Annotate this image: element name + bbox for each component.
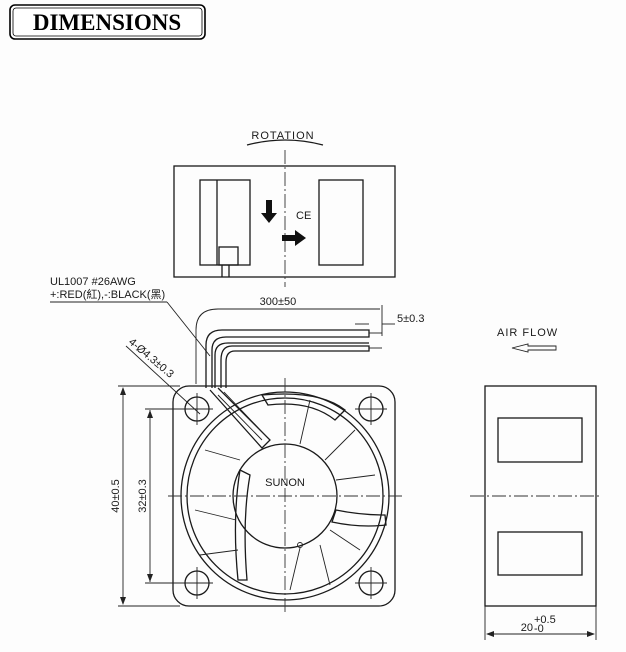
lead-wires (205, 329, 382, 388)
depth-dim: 20 (521, 622, 533, 634)
label-top-view: CE (173, 150, 396, 287)
ce-mark: CE (296, 210, 311, 222)
airflow-label: AIR FLOW (497, 327, 558, 339)
wire-spec-line1: UL1007 #26AWG (50, 276, 136, 288)
title-box: DIMENSIONS (9, 4, 206, 40)
page-title: DIMENSIONS (33, 10, 181, 35)
arrow-down-icon (261, 200, 277, 223)
airflow-arrow-icon (511, 343, 557, 353)
arrow-right-icon (282, 230, 306, 246)
hole-pitch-dim: 32±0.3 (137, 479, 149, 513)
rotation-label: ROTATION (251, 130, 314, 142)
depth-tol-plus: +0.5 (534, 614, 556, 626)
mounting-holes (181, 393, 387, 599)
rotation-arc (246, 139, 324, 146)
hole-spec-dim: 4-Ø4.3±0.3 (126, 336, 176, 381)
fan-side-view: 20 +0.5 -0 (470, 385, 600, 640)
depth-tol-minus: -0 (534, 623, 544, 635)
strip-length-dim: 5±0.3 (397, 313, 424, 325)
fan-front-view: SUNON (168, 378, 402, 614)
wire-spec-line2: +:RED(紅),-:BLACK(黑) (50, 288, 165, 301)
frame-size-dim: 40±0.5 (110, 479, 122, 513)
lead-length-dim: 300±50 (260, 296, 297, 308)
